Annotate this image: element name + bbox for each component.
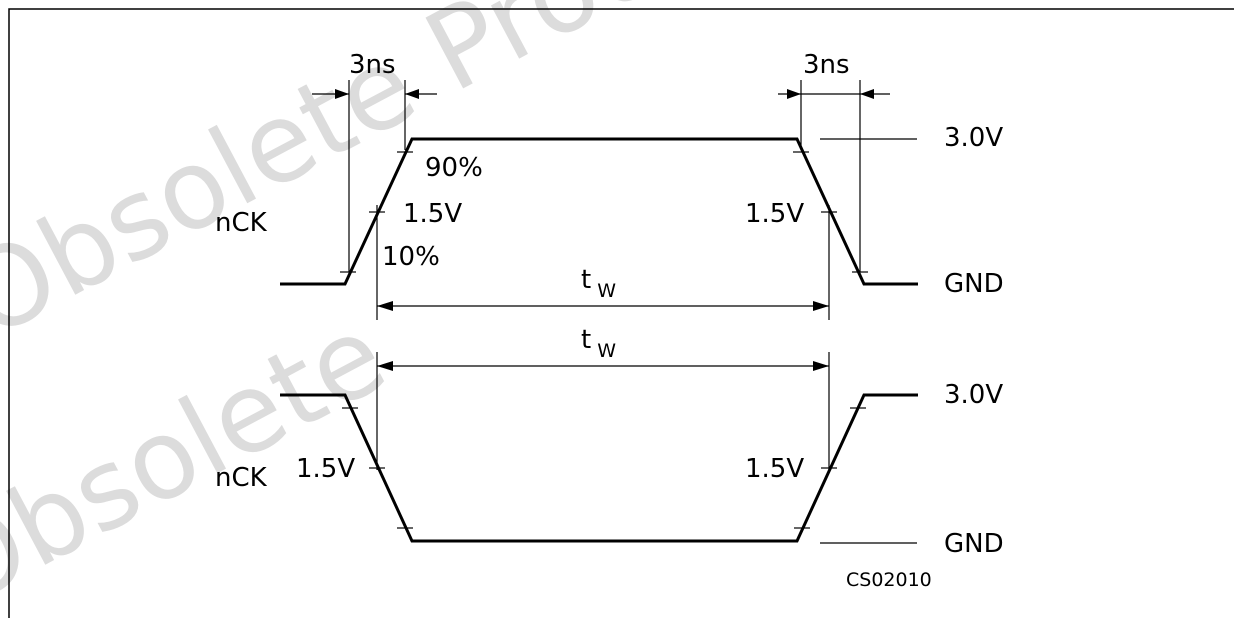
- label-90pct: 90%: [425, 153, 483, 183]
- rise-dim-left-arrow: [335, 89, 349, 99]
- label-1v5-rise-2: 1.5V: [745, 454, 804, 484]
- tw-dim-right-arrow-2: [813, 361, 829, 371]
- label-rise-time: 3ns: [349, 50, 396, 80]
- label-tw-1-sub: W: [597, 280, 616, 302]
- label-tw-2-main: t: [581, 325, 591, 355]
- fall-dim-right-arrow: [860, 89, 874, 99]
- figure-id: CS02010: [846, 569, 932, 591]
- tw-dim-left-arrow-1: [377, 301, 393, 311]
- label-level-high-2: 3.0V: [944, 380, 1003, 410]
- tw-dim-left-arrow-2: [377, 361, 393, 371]
- waveform-1-trace: [280, 137, 918, 286]
- fall-dim-left-arrow: [787, 89, 801, 99]
- label-level-low-2: GND: [944, 529, 1004, 559]
- waveform-1: nCK 90% 1.5V 10% 1.5V 3ns 3ns 3.0V GND t…: [215, 50, 1004, 320]
- label-1v5-fall-1: 1.5V: [745, 199, 804, 229]
- label-10pct: 10%: [382, 242, 440, 272]
- rise-dim-right-arrow: [405, 89, 419, 99]
- label-tw-2-sub: W: [597, 340, 616, 362]
- label-fall-time: 3ns: [803, 50, 850, 80]
- watermark-text-top: Obsolete Product(s) - Obsolete: [0, 0, 1234, 363]
- figure-frame: [8, 8, 1234, 618]
- label-tw-1-main: t: [581, 265, 591, 295]
- label-level-low-1: GND: [944, 269, 1004, 299]
- tw-dim-right-arrow-1: [813, 301, 829, 311]
- signal-label-1: nCK: [215, 208, 268, 238]
- signal-label-2: nCK: [215, 463, 268, 493]
- label-1v5-rise-1: 1.5V: [403, 199, 462, 229]
- label-1v5-fall-2: 1.5V: [296, 454, 355, 484]
- label-level-high-1: 3.0V: [944, 123, 1003, 153]
- waveform-2-trace: [280, 393, 918, 543]
